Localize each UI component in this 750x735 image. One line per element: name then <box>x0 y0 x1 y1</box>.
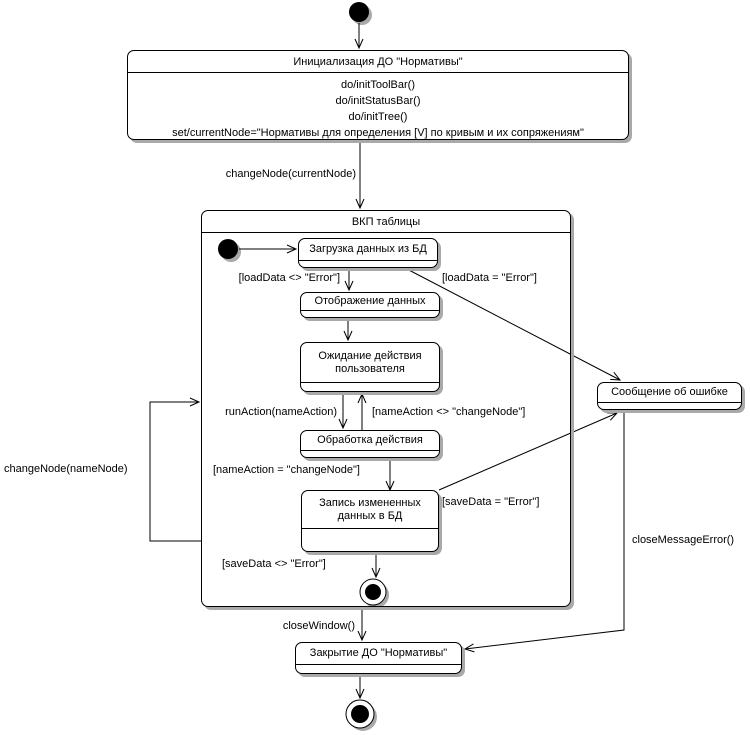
init-action-set-currentnode: set/currentNode="Нормативы для определен… <box>172 127 584 139</box>
state-vkp-title: ВКП таблицы <box>202 211 570 233</box>
state-save-label: Запись измененных данных в БД <box>302 491 438 528</box>
state-process-action: Обработка действия <box>300 430 440 458</box>
state-save-line2: данных в БД <box>337 509 403 522</box>
state-display-compartment <box>301 310 439 317</box>
label-changenode-namenode: changeNode(nameNode) <box>4 463 128 475</box>
edge-load-to-error <box>404 267 622 381</box>
label-runaction: runAction(nameAction) <box>225 406 337 418</box>
state-load-compartment <box>299 260 437 267</box>
state-close-label: Закрытие ДО "Нормативы" <box>309 647 448 659</box>
state-wait-label: Ожидание действия пользователя <box>301 343 439 382</box>
final-state-core <box>351 705 369 723</box>
state-load-data: Загрузка данных из БД <box>298 238 438 268</box>
edge-save-to-error <box>438 412 619 491</box>
state-process-label: Обработка действия <box>317 434 423 446</box>
state-close-compartment <box>296 664 461 673</box>
edge-error-to-close <box>463 411 625 653</box>
label-nameaction-neq: [nameAction <> "changeNode"] <box>372 406 526 418</box>
label-savedata-ok: [saveData <> "Error"] <box>222 558 326 570</box>
state-wait-compartment <box>301 382 439 391</box>
state-init-actions: do/initToolBar() do/initStatusBar() do/i… <box>128 73 628 141</box>
label-closewindow: closeWindow() <box>282 620 355 632</box>
inner-final-state-core <box>365 584 381 600</box>
state-init-normativy: Инициализация ДО "Нормативы" do/initTool… <box>127 50 629 140</box>
inner-initial-state-dot <box>218 239 238 259</box>
state-save-compartment <box>302 528 438 551</box>
state-load-label: Загрузка данных из БД <box>309 243 427 255</box>
state-init-title: Инициализация ДО "Нормативы" <box>128 51 628 73</box>
state-wait-user: Ожидание действия пользователя <box>300 342 440 392</box>
state-wait-line1: Ожидание действия <box>318 349 422 362</box>
init-action-toolbar: do/initToolBar() <box>341 79 415 91</box>
state-error-compartment <box>598 402 741 409</box>
state-close-normativy: Закрытие ДО "Нормативы" <box>295 642 462 674</box>
label-loaddata-error: [loadData = "Error"] <box>442 272 537 284</box>
label-changenode-currentnode: changeNode(currentNode) <box>225 168 356 180</box>
state-error-message: Сообщение об ошибке <box>597 382 742 410</box>
label-savedata-error: [saveData = "Error"] <box>442 496 540 508</box>
state-process-compartment <box>301 450 439 457</box>
label-nameaction-eq: [nameAction = "changeNode"] <box>213 464 360 476</box>
state-wait-line2: пользователя <box>335 362 405 375</box>
state-save-line1: Запись измененных <box>319 496 421 509</box>
state-save-data: Запись измененных данных в БД <box>301 490 439 552</box>
edge-composite-self-loop <box>149 397 201 542</box>
label-loaddata-ok: [loadData <> "Error"] <box>238 272 340 284</box>
state-vkp-table: ВКП таблицы <box>201 210 571 607</box>
state-display-data: Отображение данных <box>300 292 440 318</box>
label-closemessageerror: closeMessageError() <box>632 534 735 546</box>
init-action-tree: do/initTree() <box>348 111 408 123</box>
init-action-statusbar: do/initStatusBar() <box>335 95 421 107</box>
state-display-label: Отображение данных <box>314 295 426 307</box>
initial-state-dot <box>349 2 369 22</box>
state-error-label: Сообщение об ошибке <box>611 386 728 398</box>
